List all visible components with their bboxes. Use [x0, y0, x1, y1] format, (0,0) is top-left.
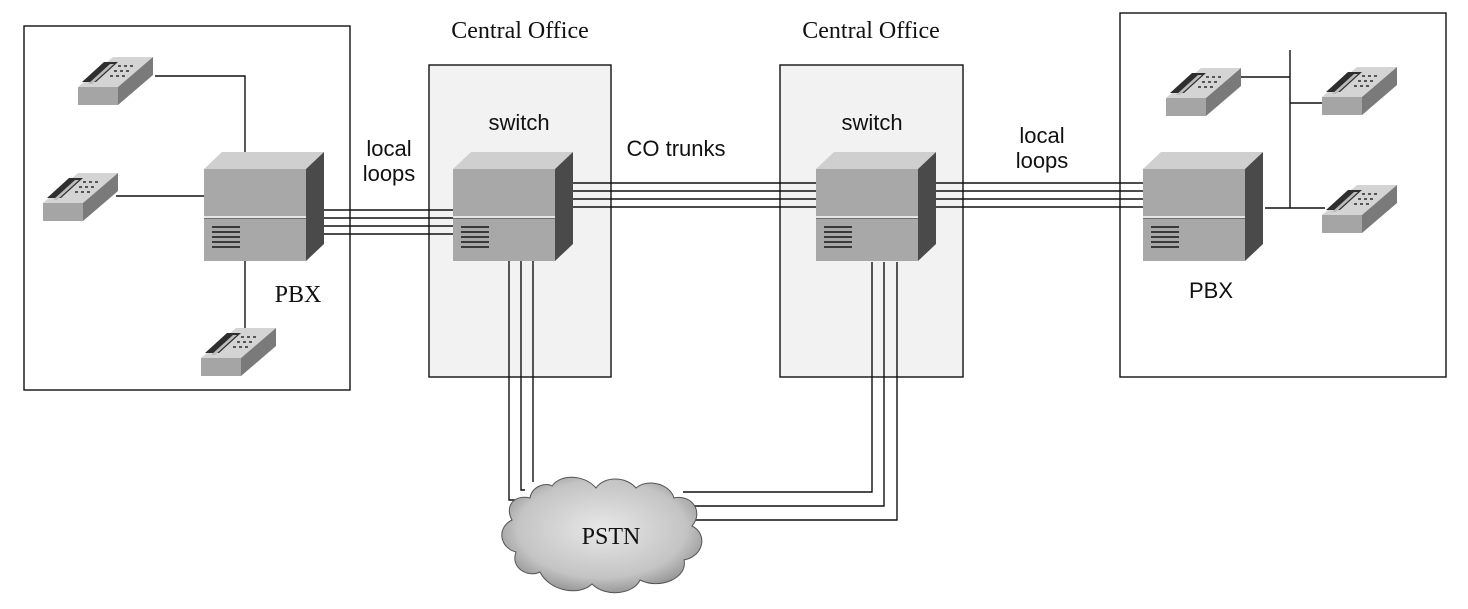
co-trunk-lines	[572, 182, 818, 208]
left-local-loops	[324, 209, 456, 235]
co-trunks-label: CO trunks	[626, 136, 725, 161]
central-office-right-label: Central Office	[802, 18, 940, 44]
pbx-right-unit-icon	[1143, 152, 1263, 261]
switch-left-unit-icon	[453, 152, 573, 261]
right-switch-pstn-lines	[683, 262, 898, 521]
pbx-left-label: PBX	[275, 282, 322, 308]
pbx-right-label: PBX	[1189, 278, 1233, 303]
local-loops-left-label-line1: local	[366, 136, 411, 161]
local-loops-left-label-line2: loops	[363, 161, 416, 186]
local-loops-right-label-line1: local	[1019, 123, 1064, 148]
pstn-label: PSTN	[582, 524, 641, 550]
central-office-left-label: Central Office	[451, 18, 589, 44]
switch-right-label: switch	[841, 110, 902, 135]
left-phone-wiring	[116, 75, 246, 328]
pbx-left-unit-icon	[204, 152, 324, 261]
pstn-cloud-icon	[501, 476, 703, 594]
switch-right-unit-icon	[816, 152, 936, 261]
right-local-loops	[936, 182, 1144, 208]
local-loops-right-label-line2: loops	[1016, 148, 1069, 173]
switch-left-label: switch	[488, 110, 549, 135]
right-phone-wiring	[1237, 50, 1325, 209]
